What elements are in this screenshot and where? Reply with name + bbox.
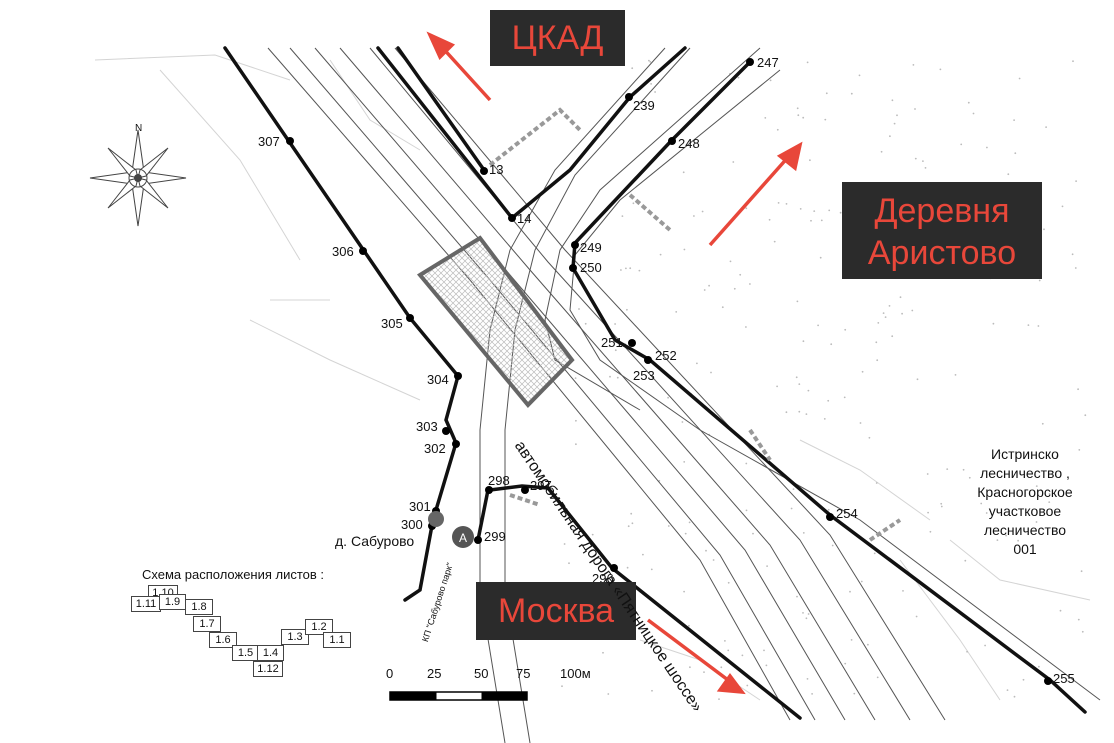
point-number-label: 302	[424, 441, 446, 456]
north-label: N	[135, 123, 143, 134]
forestry-line: Истринско	[991, 446, 1059, 462]
arrow-to-village-icon	[708, 141, 803, 247]
sheet-cell: 1.9	[159, 594, 186, 610]
scale-tick: 50	[474, 666, 489, 681]
village-line2: Аристово	[867, 234, 1017, 272]
point-number-label: 306	[332, 244, 354, 259]
sheet-cell: 1.3	[281, 629, 309, 645]
village-aristovo-label: Деревня Аристово	[842, 182, 1042, 279]
boundary-lines	[223, 46, 1087, 720]
scale-bar	[389, 691, 528, 701]
ckad-label: ЦКАД	[490, 10, 625, 66]
point-number-label: 253	[633, 368, 655, 383]
building-outlines	[488, 107, 902, 542]
scale-tick: 75	[516, 666, 531, 681]
point-number-label: 14	[517, 211, 532, 226]
point-number-label: 305	[381, 316, 403, 331]
survey-marker-icon: A	[428, 511, 474, 548]
point-number-label: 297	[530, 478, 552, 493]
forestry-line: Красногорское	[977, 484, 1073, 500]
sheet-cell: 1.4	[257, 645, 284, 661]
arrow-to-ckad-icon	[426, 31, 492, 102]
point-number-label: 299	[484, 529, 506, 544]
point-number-label: 247	[757, 55, 779, 70]
highway-lines	[267, 47, 946, 721]
sheet-cell: 1.7	[193, 616, 221, 632]
point-number-label: 255	[1053, 671, 1075, 686]
arrow-to-moscow-icon	[646, 618, 746, 695]
scale-tick: 25	[427, 666, 442, 681]
point-number-label: 298	[488, 473, 510, 488]
direction-arrows	[426, 31, 803, 695]
point-number-label: 254	[836, 506, 858, 521]
forestry-line: лесничество ,	[980, 465, 1070, 481]
forestry-line: 001	[1013, 541, 1037, 557]
svg-text:A: A	[459, 531, 467, 545]
scale-tick: 0	[386, 666, 394, 681]
point-number-label: 249	[580, 240, 602, 255]
point-number-label: 301	[409, 499, 431, 514]
village-line1: Деревня	[874, 192, 1010, 230]
point-number-label: 300	[401, 517, 423, 532]
sheet-cell: 1.2	[305, 619, 333, 635]
point-number-label: 248	[678, 136, 700, 151]
sheet-cell: 1.12	[253, 661, 283, 677]
terrain-lines	[94, 54, 1091, 701]
sheet-cell: 1.1	[323, 632, 351, 648]
sheet-cell: 1.11	[131, 596, 161, 612]
scale-tick: 100м	[560, 666, 591, 681]
point-number-label: 304	[427, 372, 449, 387]
survey-points	[286, 58, 1052, 685]
moscow-label: Москва	[476, 582, 636, 640]
point-number-label: 251	[601, 335, 623, 350]
terrain-dots	[559, 59, 1087, 700]
forestry-label: Истринско лесничество , Красногорское уч…	[950, 445, 1100, 559]
point-number-label: 296	[592, 571, 614, 586]
compass-rose-icon	[89, 129, 187, 227]
sheet-cell: 1.5	[232, 645, 259, 661]
point-number-label: 239	[633, 98, 655, 113]
sheet-cell: 1.6	[209, 632, 237, 648]
sheet-cell: 1.8	[185, 599, 213, 615]
point-number-label: 307	[258, 134, 280, 149]
point-number-label: 250	[580, 260, 602, 275]
sheet-scheme-title: Схема расположения листов :	[142, 567, 325, 582]
settlement-label: д. Сабурово	[335, 533, 415, 549]
point-number-label: 13	[489, 162, 504, 177]
forestry-line: участковое	[988, 503, 1062, 519]
point-number-label: 252	[655, 348, 677, 363]
overpass-structure	[416, 235, 575, 408]
point-number-label: 303	[416, 419, 438, 434]
forestry-line: лесничество	[983, 522, 1067, 538]
